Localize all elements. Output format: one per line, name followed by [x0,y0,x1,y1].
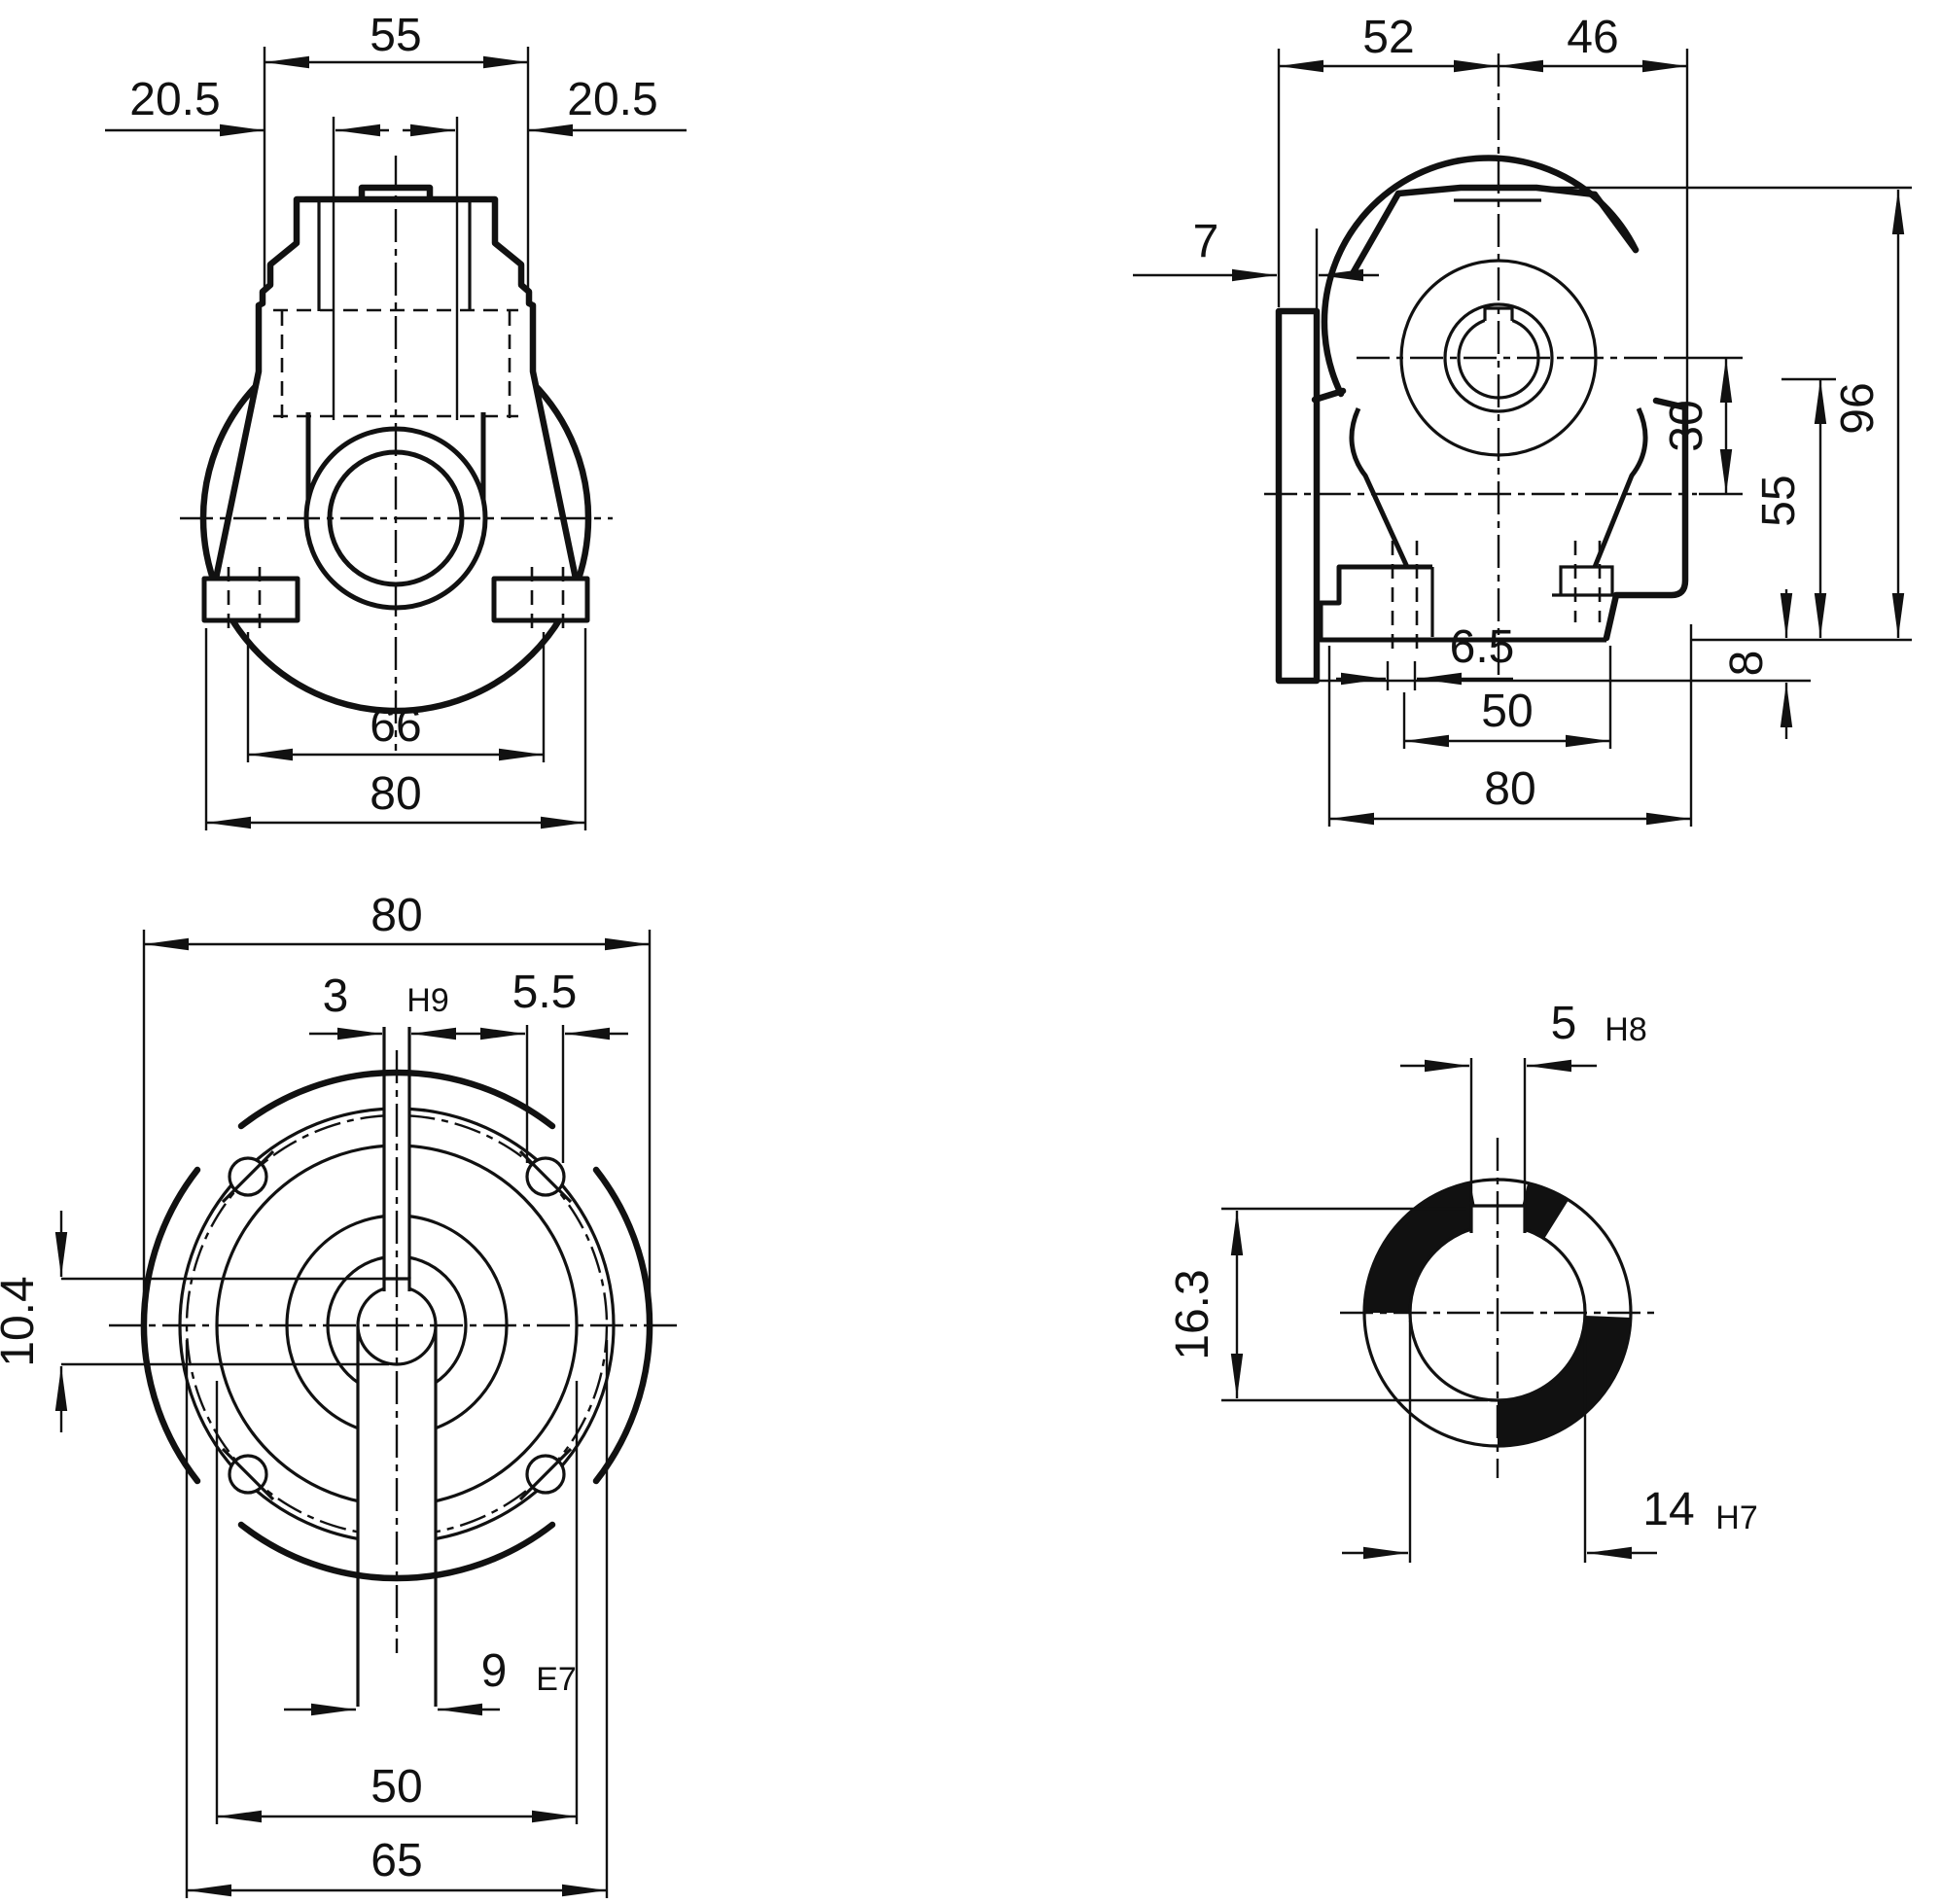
bore-view: 5 H8 16.3 14 H7 [1167,998,1758,1563]
waist-left [1349,406,1410,569]
dim-label-5: 5 [1551,998,1577,1049]
bolt-hole-mark [518,1447,573,1501]
dim-label-H9: H9 [406,982,448,1019]
flange-plate [1275,307,1321,685]
bolt-hole-mark [221,1447,275,1501]
roof-edge-right [1591,191,1640,254]
bolt-hole-bottom-right [518,1447,573,1501]
dim-label-46: 46 [1567,12,1618,63]
dim-label-20_5-left: 20.5 [129,74,220,125]
dim-label-52: 52 [1362,12,1414,63]
waist-right [1592,406,1648,568]
flange-outer-arc [140,1166,201,1485]
dim-label-96: 96 [1832,382,1884,434]
dim-label-50: 50 [1481,686,1533,737]
dim-label-50: 50 [370,1761,422,1813]
dim-label-30: 30 [1661,400,1712,451]
dim-label-3: 3 [323,970,349,1022]
dim-label-10_4: 10.4 [0,1276,44,1366]
dim-label-E7: E7 [536,1661,577,1698]
rear-foot [1559,565,1614,595]
bolt-hole-top-left [221,1149,275,1204]
side-view: 52 46 7 30 55 96 8 6.5 50 [1133,12,1912,827]
dim-label-80: 80 [1484,763,1535,815]
dim-label-80: 80 [370,768,421,820]
bolt-hole-bottom-left [221,1447,275,1501]
flange-outer-arc [237,1521,556,1582]
dim-label-16_3: 16.3 [1167,1269,1218,1359]
dim-label-14: 14 [1642,1484,1694,1535]
bolt-hole-mark [221,1149,275,1204]
dim-label-6_5: 6.5 [1450,621,1515,673]
dim-label-55: 55 [370,10,421,61]
dim-label-20_5-right: 20.5 [567,74,657,125]
bolt-hole-mark [518,1149,573,1204]
boss-junction [1652,397,1689,411]
dim-label-80: 80 [370,890,422,941]
keyway-fill [1485,308,1512,322]
flange-view: 80 3 H9 5.5 10.4 9 E7 50 65 [0,890,681,1898]
foot-left [201,576,300,623]
ring-sector-black [1517,1183,1569,1239]
rear-boss-outline [1603,404,1689,642]
dim-label-9: 9 [481,1645,508,1697]
ring-sector-black [1364,1182,1479,1313]
dim-label-H8: H8 [1605,1011,1646,1048]
ring-sector-black [1498,1316,1631,1446]
dim-label-8: 8 [1721,651,1773,677]
dim-label-65: 65 [370,1835,422,1886]
base-outline [1318,564,1606,643]
housing-arc [1321,155,1640,398]
dim-label-7: 7 [1193,216,1219,267]
front-view: 55 20.5 20.5 66 80 [105,10,687,830]
seal-circle [1443,302,1554,413]
bolt-hole-top-right [518,1149,573,1204]
dim-label-H7: H7 [1715,1499,1757,1536]
dim-label-66: 66 [370,700,421,752]
foot-right [491,576,590,623]
dim-label-55: 55 [1753,475,1805,526]
dim-label-5_5: 5.5 [512,967,578,1018]
roof-edge-left [1348,190,1402,279]
flange-junction [1311,387,1347,404]
